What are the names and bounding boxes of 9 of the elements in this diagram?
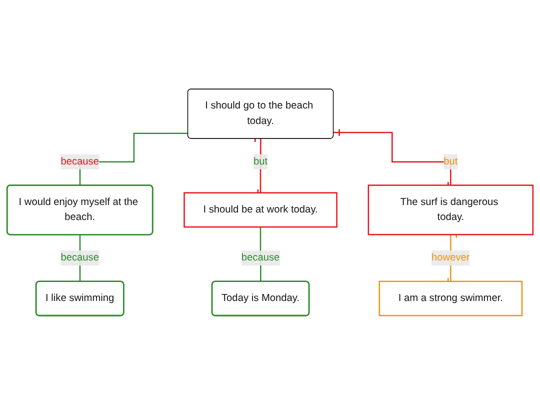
edge-label: because (60, 156, 99, 168)
edge-label: but (444, 156, 458, 168)
edge-label: because (60, 252, 99, 264)
edge-label: but (253, 156, 268, 168)
node-box: I am a strong swimmer. (378, 280, 523, 316)
node-box: The surf is dangerous today. (368, 184, 534, 236)
edge-label: however (432, 252, 470, 264)
edge-label: because (241, 252, 280, 264)
node-box: I should be at work today. (184, 192, 338, 228)
